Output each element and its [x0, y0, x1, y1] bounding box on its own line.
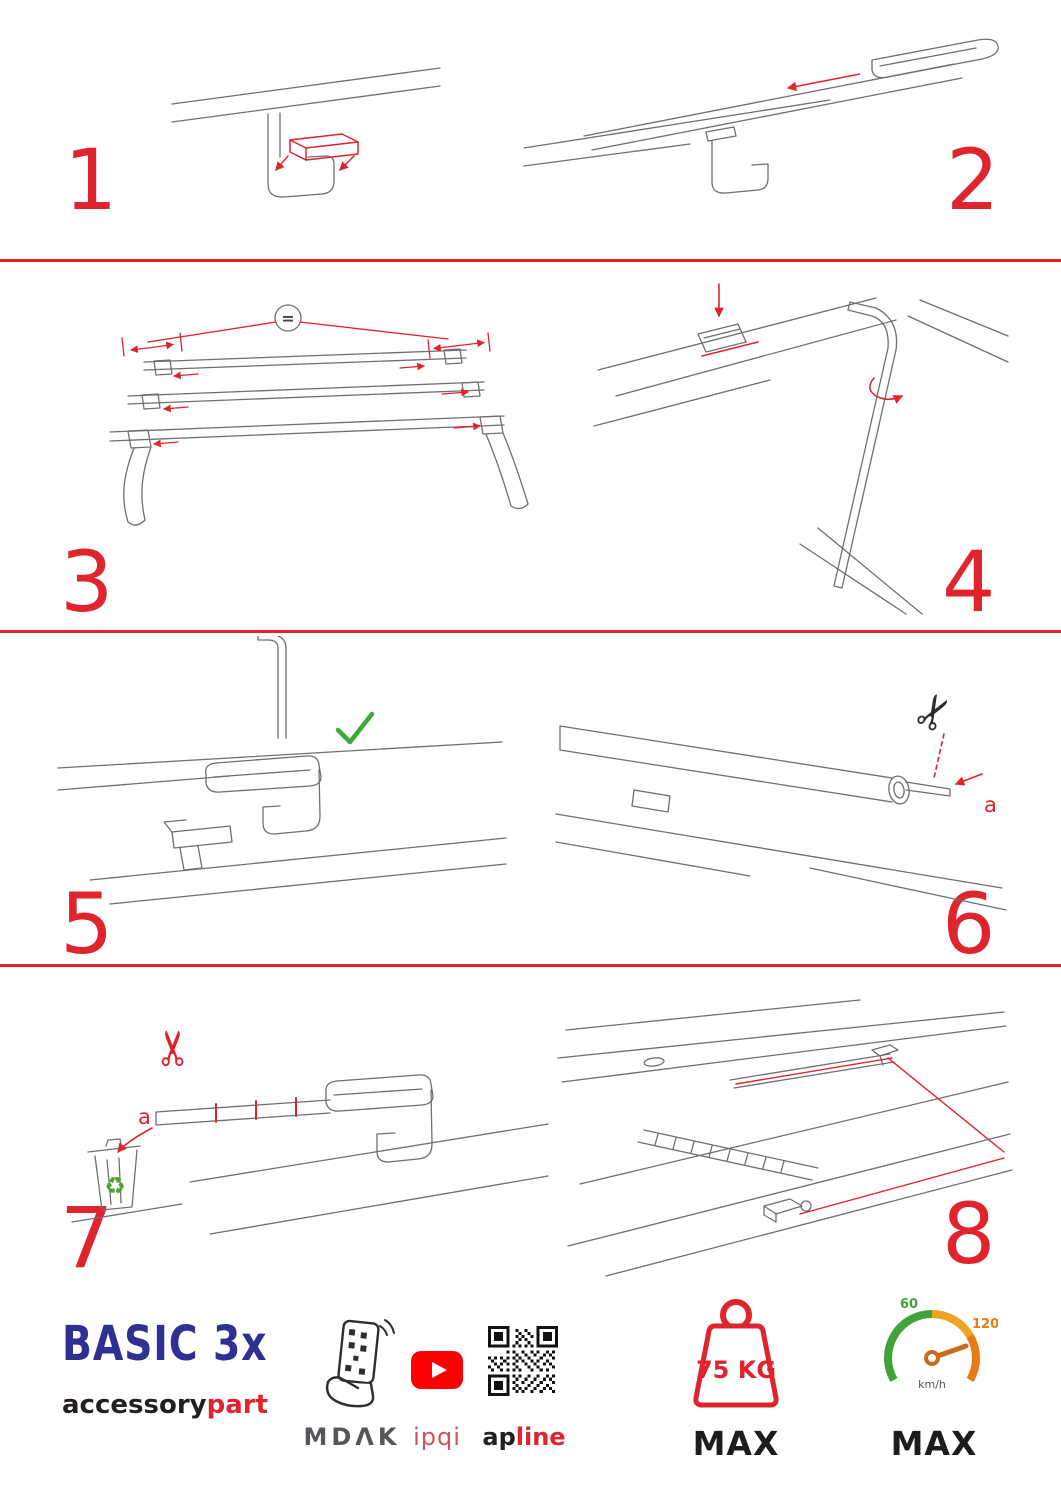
speedometer-icon: 60 120 km/h [870, 1294, 998, 1412]
mdak-logo-text: MDΛK [303, 1423, 401, 1451]
section-divider [0, 964, 1061, 967]
section-divider [0, 259, 1061, 262]
apline-red: line [515, 1423, 566, 1451]
step-6-illustration: ✂ a [548, 670, 1016, 922]
step-8-illustration [548, 982, 1016, 1284]
cut-guides [933, 733, 983, 786]
step-3-illustration: = [48, 282, 553, 544]
step-3-number: 3 [60, 533, 114, 631]
insert-arrow-icon [275, 155, 289, 171]
part-a-label: a [138, 1105, 151, 1129]
checkmark-icon [335, 711, 375, 745]
step-2-illustration [518, 22, 1008, 220]
brand-wordmark-black: accessory [62, 1390, 207, 1420]
insert-arrow-icon [339, 155, 355, 171]
youtube-icon [410, 1350, 464, 1390]
equal-spacing-symbol: = [281, 309, 294, 328]
product-name: BASIC 3x [62, 1316, 268, 1372]
weight-limit-value: 75 KG [696, 1356, 776, 1384]
brand-logo: BASIC 3x accessorypart [62, 1320, 302, 1420]
scissors-icon: ✂ [901, 682, 967, 742]
apline-logo-text: apline [474, 1424, 574, 1450]
discard-arrow-icon [117, 1127, 153, 1153]
brand-wordmark: accessorypart [62, 1390, 302, 1420]
scissors-icon: ✂ [146, 1028, 202, 1068]
trash-bin-icon [87, 1138, 141, 1211]
step-4-number: 4 [942, 533, 996, 631]
step-8-number: 8 [942, 1185, 996, 1283]
speed-tick-low: 60 [900, 1297, 918, 1312]
step-4-illustration [588, 276, 1012, 616]
step-1-number: 1 [64, 131, 118, 229]
cut-marks [117, 1097, 297, 1153]
step-2-number: 2 [946, 131, 1000, 229]
pad-insert-highlight [275, 133, 359, 171]
step-6-number: 6 [942, 875, 996, 973]
section-divider [0, 630, 1061, 633]
weight-max-label: MAX [692, 1424, 780, 1463]
alignment-guides [735, 1057, 1005, 1215]
speed-tick-high: 120 [972, 1317, 998, 1332]
slide-arrow-icon [786, 73, 861, 92]
part-a-label: a [984, 793, 997, 817]
speed-unit-label: km/h [918, 1378, 946, 1391]
recycle-icon: ♻ [104, 1172, 126, 1200]
step-5-illustration [52, 636, 517, 908]
rotate-arrow-icon [869, 377, 904, 404]
phone-qr-scan-icon [314, 1316, 398, 1412]
cut-line [933, 733, 945, 779]
brand-wordmark-red: part [206, 1390, 269, 1420]
insert-arrow-icon [954, 773, 983, 786]
tighten-arrows [701, 283, 904, 404]
apline-black: ap [482, 1423, 516, 1451]
ipqi-logo-text: ipqi [413, 1423, 461, 1451]
step-7-illustration: ✂ a ♻ [38, 990, 553, 1242]
weight-limit-icon: 75 KG [670, 1294, 802, 1420]
speed-max-label: MAX [890, 1424, 978, 1463]
step-5-number: 5 [60, 875, 114, 973]
step-1-illustration [168, 52, 444, 240]
qr-code-icon [488, 1326, 558, 1396]
equal-spacing-guides [121, 321, 491, 448]
